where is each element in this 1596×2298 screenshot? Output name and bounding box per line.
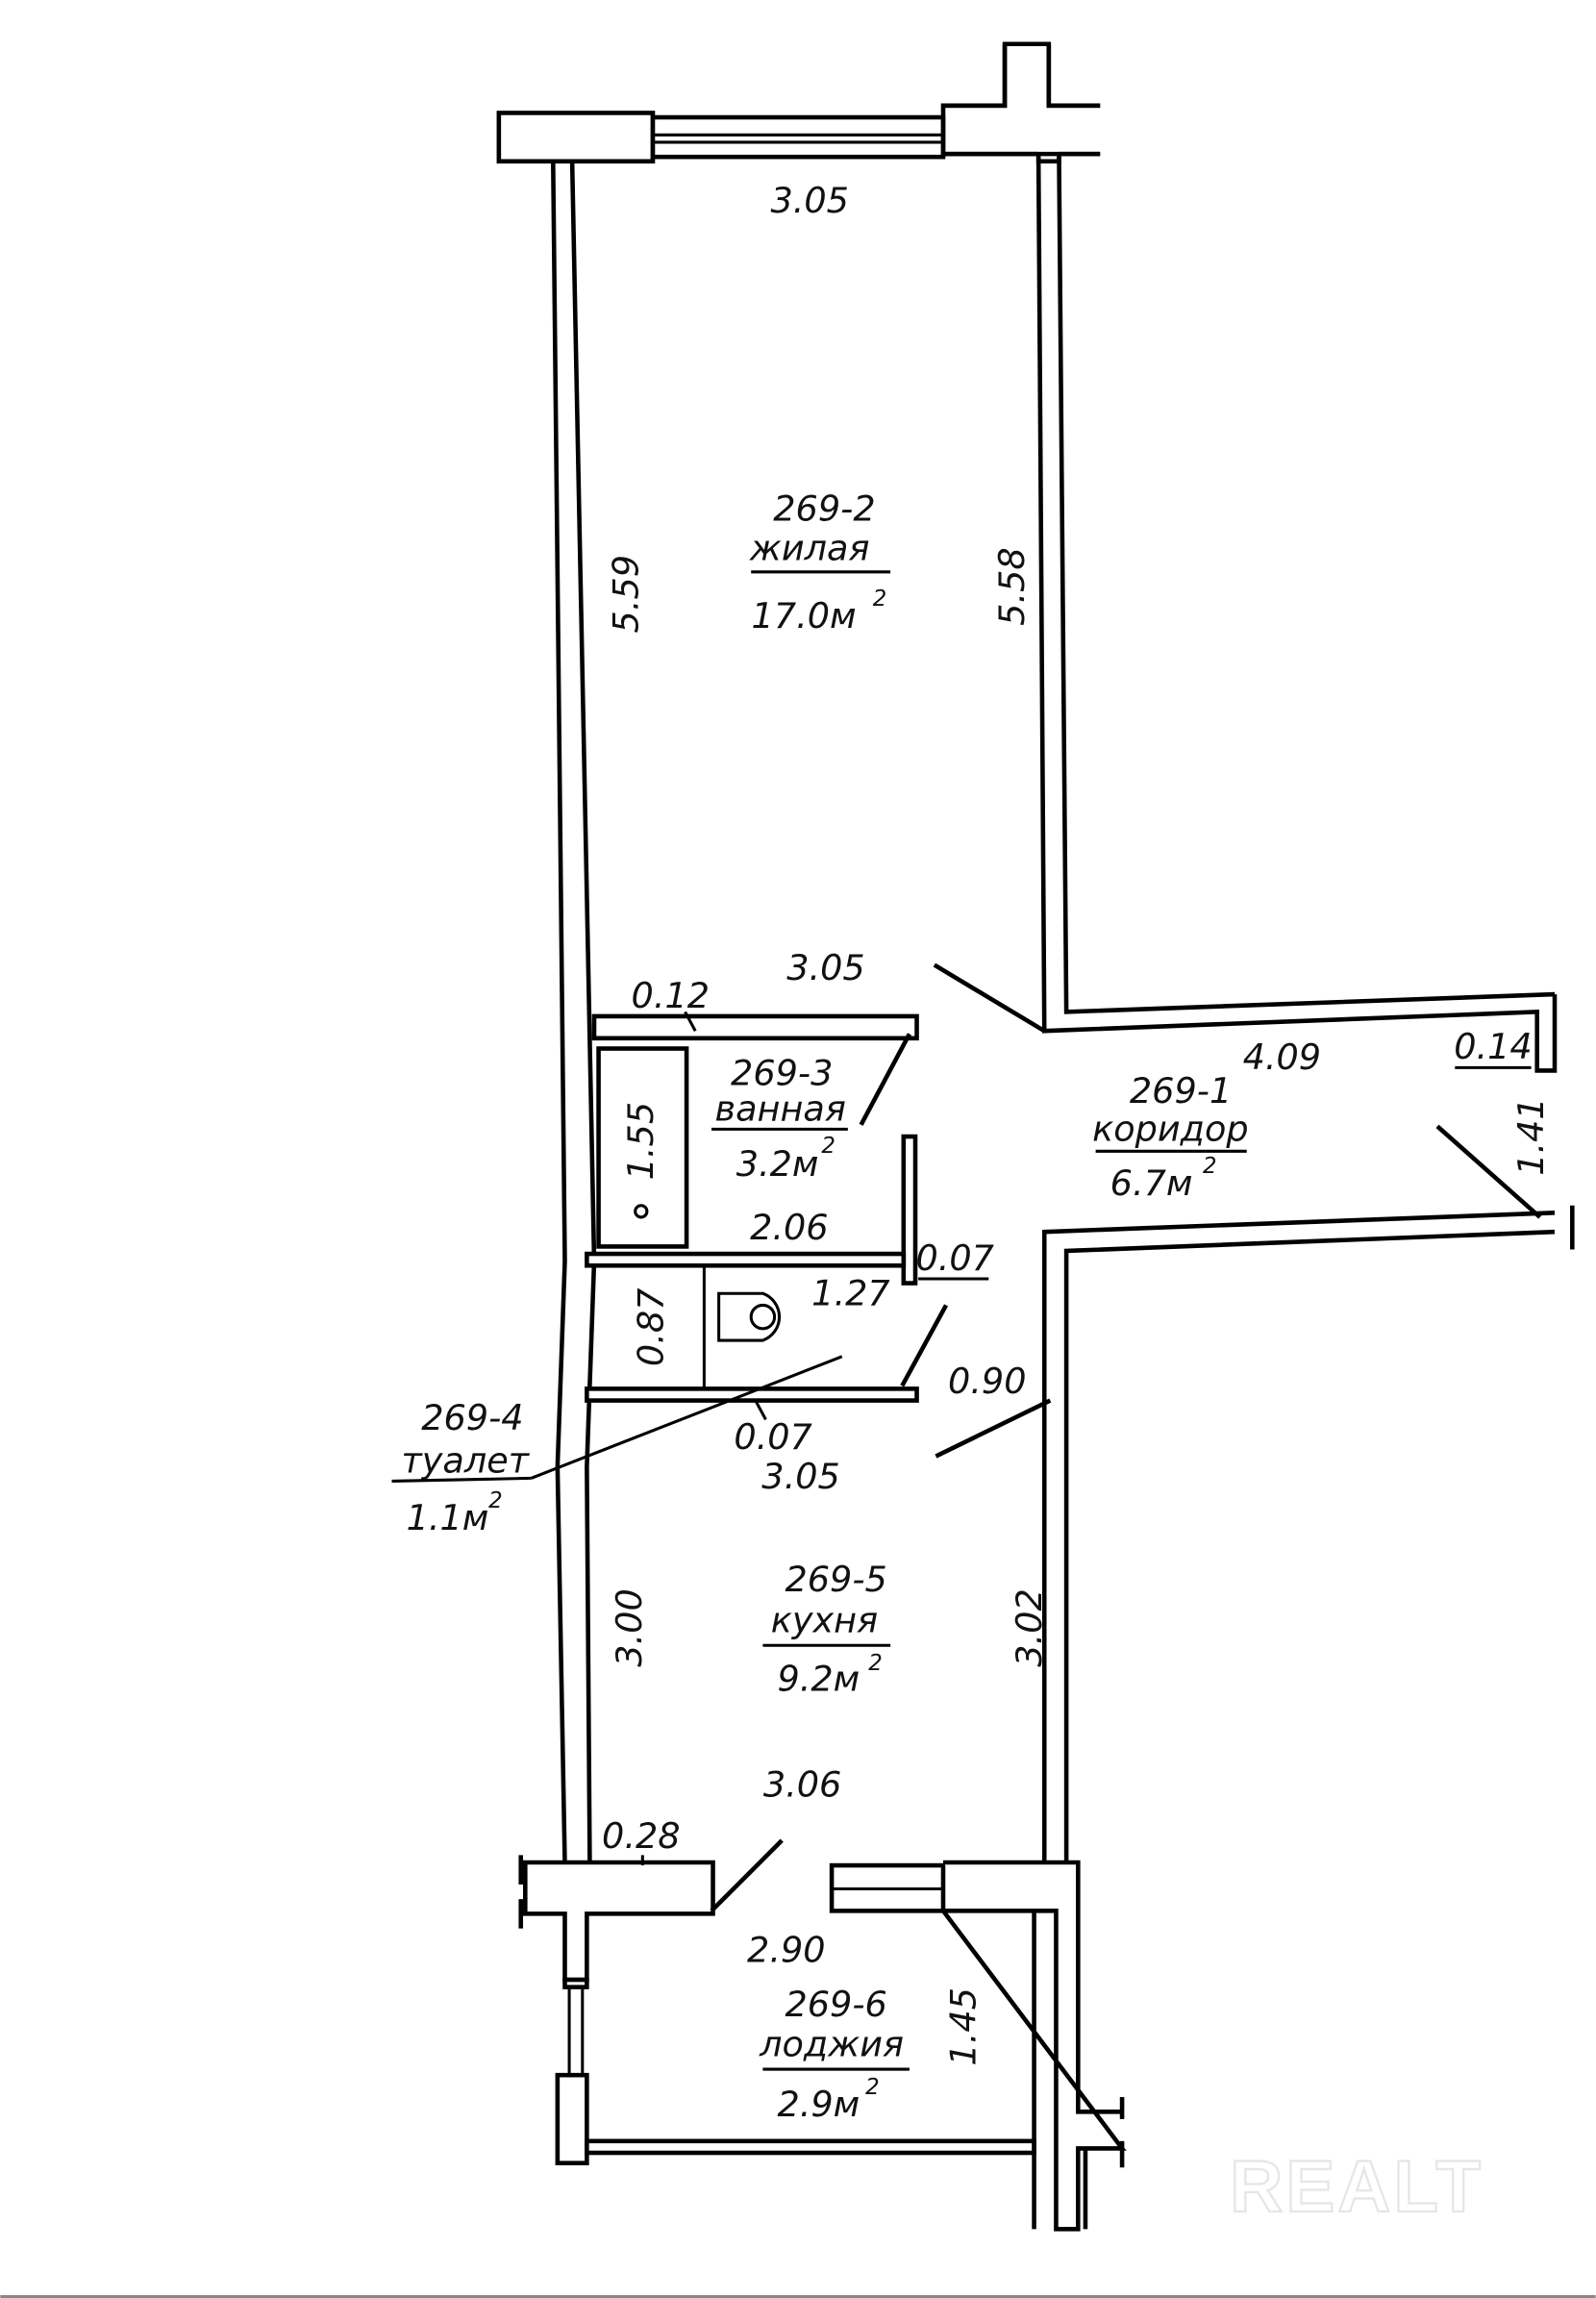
room-name: туалет (401, 1439, 530, 1481)
dim-living-right: 5.58 (991, 547, 1033, 625)
dim-wall-012: 0.12 (632, 975, 710, 1016)
room-id: 269-2 (773, 487, 875, 529)
dim-toilet-length: 1.27 (811, 1272, 889, 1313)
dim-bath-width: 2.06 (750, 1207, 828, 1248)
dim-door-090: 0.90 (948, 1361, 1026, 1402)
room-area: 17.0м (752, 595, 857, 637)
realt-watermark: REALT (1230, 2146, 1484, 2228)
room-area: 1.1м (407, 1497, 489, 1538)
dim-loggia-width: 1.45 (943, 1987, 985, 2065)
room-id: 269-4 (421, 1397, 523, 1438)
room-name: кухня (771, 1600, 878, 1641)
room-269-3: 269-3 ванная 3.2м 2 (711, 1053, 848, 1185)
room-area: 3.2м (736, 1143, 819, 1185)
dim-loggia-length: 2.90 (747, 1930, 825, 1971)
room-id: 269-5 (785, 1559, 886, 1600)
dimension-labels: 3.05 5.59 5.58 3.05 0.12 1.55 2.06 4.09 … (602, 180, 1552, 2065)
dim-corridor-length: 4.09 (1243, 1037, 1321, 1078)
walls (496, 41, 1575, 2232)
room-id: 269-3 (731, 1053, 833, 1094)
room-269-5: 269-5 кухня 9.2м 2 (762, 1559, 891, 1700)
area-unit-power: 2 (488, 1488, 503, 1513)
room-name: лоджия (759, 2023, 904, 2064)
dim-kitchen-right: 3.02 (1009, 1588, 1050, 1666)
dim-kitchen-left: 3.00 (609, 1588, 650, 1666)
dim-corridor-width: 1.41 (1510, 1097, 1552, 1175)
dim-living-bottom: 3.05 (786, 947, 864, 988)
dim-corridor-wall: 0.14 (1454, 1026, 1532, 1067)
room-269-4: 269-4 туалет 1.1м 2 (391, 1397, 532, 1538)
dim-wall-028: 0.28 (602, 1815, 680, 1857)
area-unit-power: 2 (865, 2075, 880, 2100)
room-269-6: 269-6 лоджия 2.9м 2 (759, 1984, 910, 2125)
dim-bath-length: 1.55 (620, 1102, 661, 1180)
dim-living-left: 5.59 (606, 555, 647, 633)
dim-kitchen-top: 3.05 (761, 1456, 839, 1497)
room-269-1: 269-1 коридор 6.7м 2 (1092, 1070, 1248, 1204)
dim-kitchen-bottom: 3.06 (763, 1763, 841, 1805)
dim-toilet-width: 0.87 (631, 1288, 672, 1366)
room-area: 2.9м (777, 2084, 860, 2125)
room-id: 269-1 (1130, 1070, 1232, 1112)
area-unit-power: 2 (1203, 1154, 1217, 1179)
room-id: 269-6 (785, 1984, 886, 2025)
room-name: жилая (749, 528, 870, 569)
room-name: ванная (715, 1087, 846, 1129)
dim-living-top: 3.05 (770, 180, 848, 221)
area-unit-power: 2 (821, 1134, 835, 1159)
room-area: 9.2м (777, 1659, 860, 1700)
room-area: 6.7м (1110, 1162, 1193, 1204)
area-unit-power: 2 (868, 1651, 883, 1676)
room-269-2: 269-2 жилая 17.0м 2 (749, 487, 891, 637)
dim-partition-007-a: 0.07 (915, 1237, 993, 1279)
door-swings (530, 962, 1542, 1912)
area-unit-power: 2 (873, 587, 887, 612)
dim-partition-007-b: 0.07 (734, 1416, 811, 1458)
room-name: коридор (1092, 1109, 1248, 1150)
